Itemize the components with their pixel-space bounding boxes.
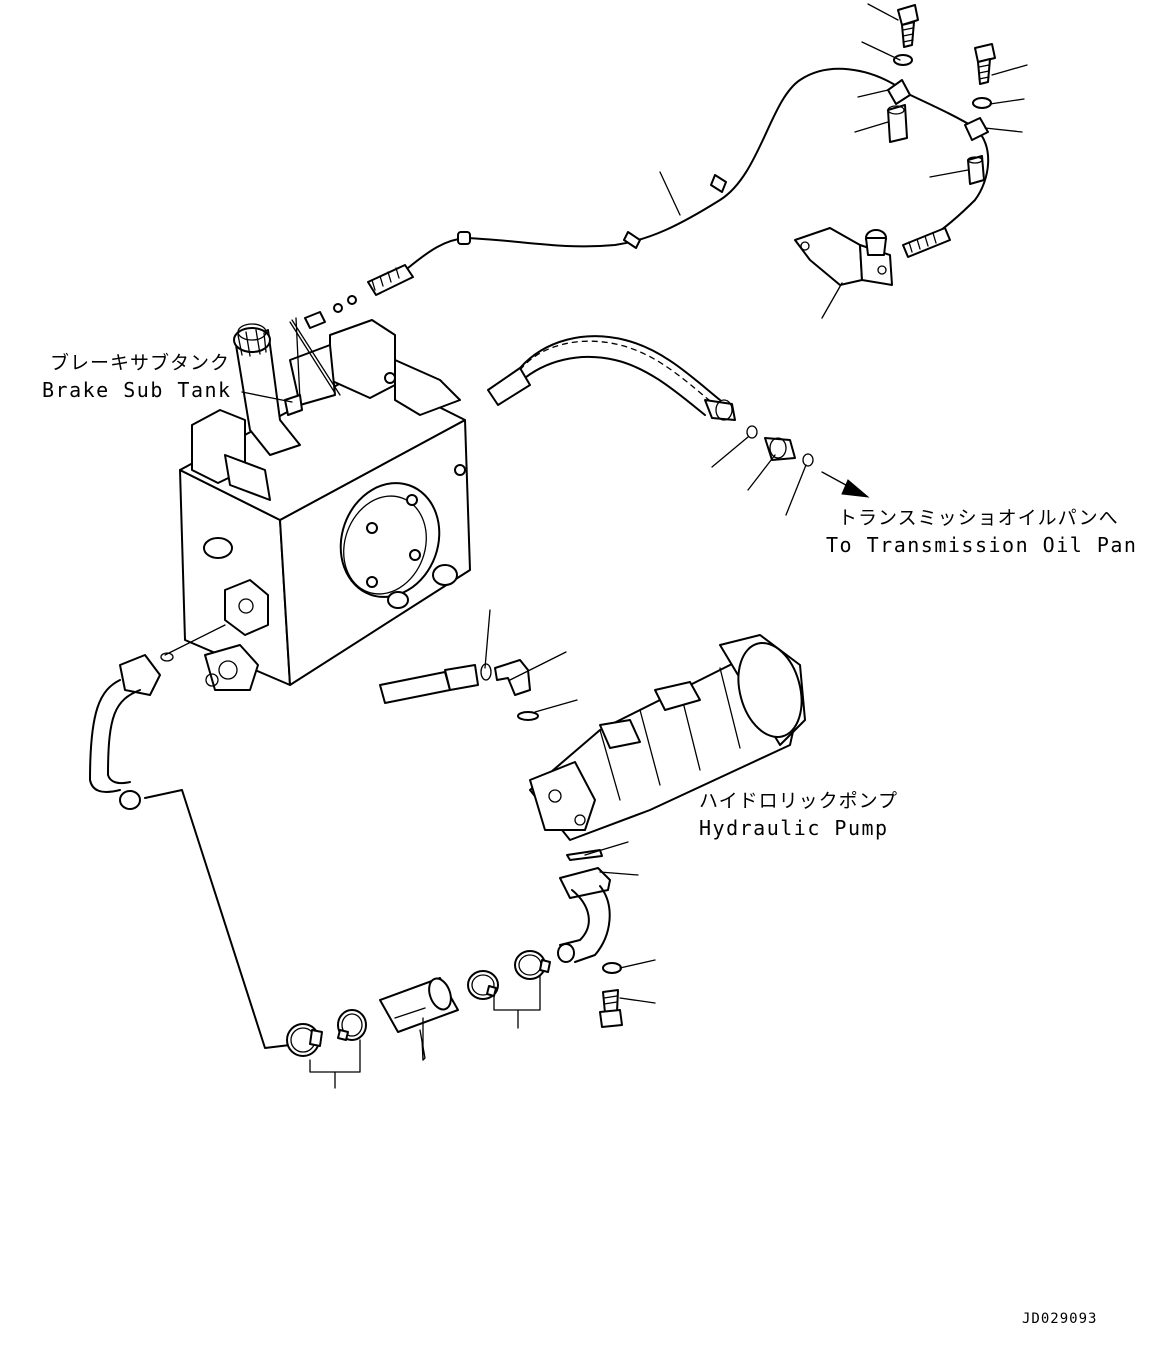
transmission-hose: [487, 335, 814, 467]
pump-fitting: [379, 659, 531, 704]
brake-line: [367, 4, 996, 296]
drawing-id: JD029093: [1022, 1311, 1098, 1327]
brake-sub-tank-label-ja: ブレーキサブタンク: [50, 352, 231, 374]
hydraulic-pump-label-en: Hydraulic Pump: [699, 816, 889, 840]
brake-sub-tank: [179, 295, 471, 691]
suction-piping: [89, 652, 623, 1057]
transmission-label-ja: トランスミッショオイルパンへ: [838, 507, 1119, 529]
brake-sub-tank-label-en: Brake Sub Tank: [42, 378, 232, 402]
transmission-label-en: To Transmission Oil Pan: [826, 533, 1138, 557]
arrow-right-icon: [821, 471, 870, 498]
hydraulic-pump: [517, 634, 806, 841]
leader-lines: [164, 3, 1028, 1089]
hydraulic-pump-label-ja: ハイドロリックポンプ: [699, 790, 899, 812]
